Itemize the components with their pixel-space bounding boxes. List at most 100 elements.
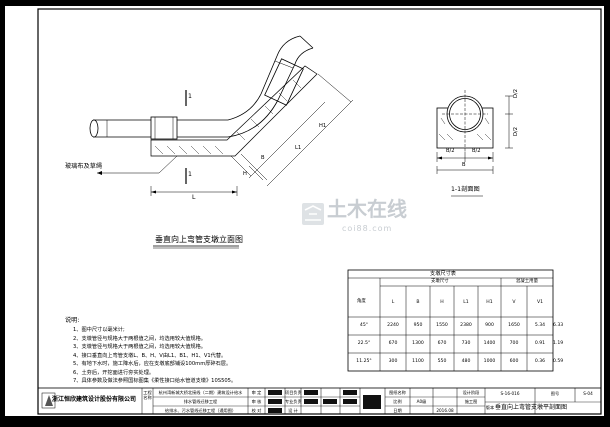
dim-D2-top: D/2	[513, 88, 519, 98]
table-cell: 2380	[460, 323, 472, 328]
table-cell: 480	[461, 359, 471, 364]
name-approve: 项目负责	[285, 390, 302, 395]
table-cell: 900	[485, 323, 494, 328]
label-date: 日期	[393, 408, 402, 413]
table-cell: 600	[509, 359, 519, 364]
signature-stamp-1	[268, 390, 282, 395]
table-cell: 670	[437, 341, 447, 346]
seal-stamp	[363, 395, 381, 409]
table-cell: 1100	[412, 359, 424, 364]
scale-value: A0级	[416, 399, 427, 404]
date-value: 2016.08	[436, 408, 454, 413]
table-cell: 5.34	[534, 323, 546, 328]
table-cell: 300	[388, 359, 398, 364]
drawing-lines	[37, 8, 602, 415]
table-cell: 1400	[483, 341, 496, 346]
wrap-note-label: 玻璃布及草绳	[65, 163, 103, 170]
name-review: 专业负责	[285, 399, 302, 404]
signature-stamp-5	[304, 399, 318, 404]
role-approve: 审 定	[251, 390, 262, 395]
project-subtitle: 给排水、污水管线迁移工程（通用图）	[164, 408, 237, 413]
table-header-v1: V1	[536, 300, 544, 305]
signature-stamp-4	[304, 390, 318, 395]
company-logo	[41, 392, 56, 409]
watermark-logo	[302, 203, 324, 225]
table-row-angle: 11.25°	[356, 359, 372, 364]
label-scale: 比例	[393, 399, 402, 404]
elevation-title: 垂直向上弯管支墩立面图	[155, 235, 243, 244]
table-cell: 950	[413, 323, 423, 328]
dim-B2-left: B/2	[446, 148, 455, 154]
table-header-h: H	[440, 300, 444, 305]
project-label: 工程名称	[143, 390, 152, 400]
role-review: 审 核	[251, 399, 262, 404]
dim-D2-bottom: D/2	[513, 126, 519, 136]
table-cell: 2240	[387, 323, 399, 328]
table-cell: 1650	[508, 323, 520, 328]
note-item: 6、土夯后，开挖面进行夯实处理。	[73, 369, 155, 376]
drawing-title: 垂直向上弯管支墩平剖面图	[495, 404, 568, 411]
company-name: 浙江恒欣建筑设计股份有限公司	[52, 396, 137, 403]
name-check: 设 计	[288, 408, 298, 413]
dim-B-label: B	[261, 155, 265, 161]
dim-B-section: B	[462, 162, 466, 168]
note-item: 2、支墩管径与规格大于两根值之间，均选用较大值规格。	[73, 335, 206, 342]
label-stage: 设计阶段	[462, 390, 480, 395]
table-cell: 550	[437, 359, 447, 364]
table-title: 支墩尺寸表	[430, 271, 456, 277]
inclined-collar	[264, 58, 304, 106]
label-drawing: 图纸名称	[389, 390, 406, 395]
table-cell: 0.91	[534, 341, 546, 346]
table-cell: 1300	[412, 341, 424, 346]
note-item: 1、图中尺寸以毫米计;	[73, 327, 125, 333]
pipe-end-ellipse	[89, 119, 99, 138]
table-header-v: V	[512, 300, 516, 305]
dim-H1-label: H1	[319, 123, 327, 129]
table-cell: 1000	[483, 359, 496, 364]
table-cell: 700	[509, 341, 519, 346]
thrust-block-outline	[150, 65, 318, 157]
label-drawno: 图号	[550, 391, 560, 396]
watermark-cn: 土木在线	[327, 197, 407, 221]
table-row-angle: 22.5°	[357, 341, 371, 346]
table-cell: 670	[388, 341, 398, 346]
project-line1: 杭州湾新城大桥北接线（二期）建筑设计给水	[158, 390, 243, 395]
table-header-l: L	[391, 300, 395, 305]
section-title: 1-1剖面图	[451, 186, 480, 193]
table-header-l1: L1	[463, 300, 469, 305]
signature-stamp-8	[343, 399, 357, 404]
stage-value: 施工图	[464, 399, 478, 404]
table-cell: 1550	[436, 323, 448, 328]
table-cell: 730	[461, 341, 471, 346]
section-mark-top: 1	[188, 93, 192, 100]
project-line2: 排水管线迁移工程	[183, 399, 218, 404]
dim-L-label: L	[192, 194, 196, 201]
table-group-dims: 支墩尺寸	[431, 279, 449, 284]
role-check: 校 对	[251, 408, 262, 413]
signature-stamp-3	[268, 408, 282, 413]
signature-stamp-7	[343, 390, 357, 395]
signature-stamp-2	[268, 399, 282, 404]
table-row-angle: 45°	[359, 323, 369, 328]
table-group-concrete: 混凝土用量	[516, 279, 538, 284]
table-header-h1: H1	[486, 300, 493, 305]
drawing-no: S-16-016	[500, 391, 520, 396]
table-header-b: B	[416, 300, 420, 305]
note-item: 3、支墩管径与规格大于两根值之间，均选用较大值规格。	[73, 344, 206, 350]
dim-table	[347, 269, 554, 372]
notes-heading: 说明:	[65, 317, 80, 324]
dim-B2-right: B/2	[472, 148, 481, 154]
pipe-collar	[150, 116, 178, 140]
title-block	[37, 387, 602, 415]
note-item: 5、有地下水时，施工降水后，应在支墩底部铺设100mm厚碎石层。	[73, 361, 232, 367]
dim-L1-label: L1	[295, 145, 302, 151]
label-version: 版本	[485, 405, 495, 410]
version-value: S-04	[583, 391, 593, 396]
table-cell: 0.36	[534, 359, 546, 364]
watermark-en: coi88.com	[342, 224, 393, 233]
table-col-angle: 角度	[357, 299, 366, 304]
note-item: 7、具体参数及做法参照国标图集《柔性接口给水管道支墩》10S505。	[73, 378, 237, 384]
dim-H-label: H	[243, 171, 247, 177]
signature-stamp-6	[323, 399, 337, 404]
note-item: 4、接口垂直向上弯管支墩L、B、H、V由L1、B1、H1、V1代替。	[73, 352, 227, 359]
